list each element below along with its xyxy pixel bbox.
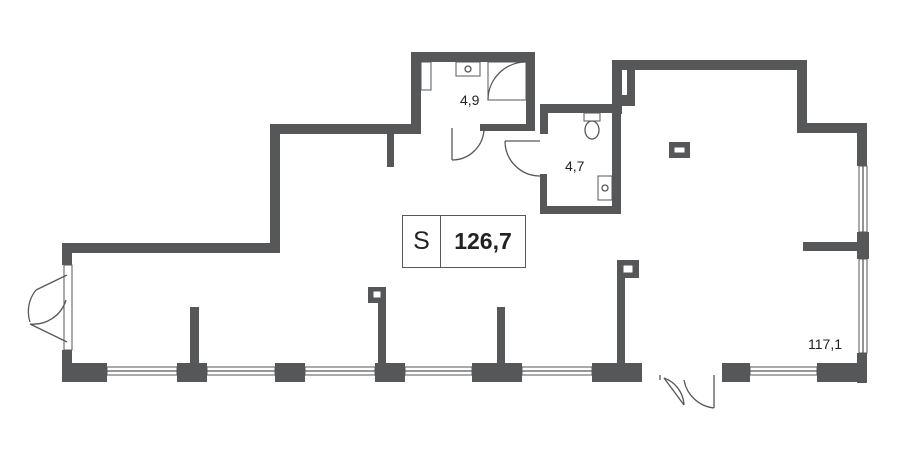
doors <box>27 127 715 409</box>
room-area-main: 117,1 <box>808 336 842 352</box>
area-symbol: S <box>403 216 441 267</box>
interior-partitions <box>190 131 863 365</box>
total-area-value: 126,7 <box>454 228 512 254</box>
exterior-walls <box>62 52 869 383</box>
wc-sink <box>597 175 613 201</box>
room-area-wc: 4,7 <box>565 158 585 174</box>
sink <box>455 61 481 77</box>
fixtures <box>420 61 613 201</box>
room-area-shower: 4,9 <box>460 92 480 108</box>
total-area-badge: S 126,7 <box>402 215 526 268</box>
toilet <box>583 112 601 122</box>
windows <box>63 165 868 376</box>
shower-tray <box>487 61 527 101</box>
